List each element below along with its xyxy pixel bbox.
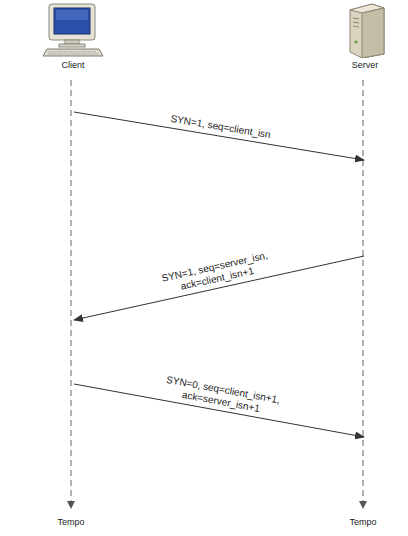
client-lifeline — [71, 80, 72, 508]
server-lifeline — [363, 80, 364, 508]
server-node: Server — [324, 2, 406, 71]
client-node: Client — [35, 2, 111, 71]
message-label: SYN=1, seq=server_isn, ack=client_isn+1 — [149, 247, 283, 299]
computer-icon — [37, 2, 109, 58]
message-label: SYN=1, seq=client_isn — [168, 113, 274, 142]
server-icon — [326, 2, 404, 58]
message-label: SYN=0, seq=client_isn+1, ack=server_isn+… — [149, 371, 295, 421]
host-label: Client — [35, 60, 111, 71]
host-label: Server — [324, 60, 406, 71]
time-axis-label: Tempo — [349, 517, 376, 527]
time-axis-label: Tempo — [57, 517, 84, 527]
message-arrow — [74, 112, 364, 160]
